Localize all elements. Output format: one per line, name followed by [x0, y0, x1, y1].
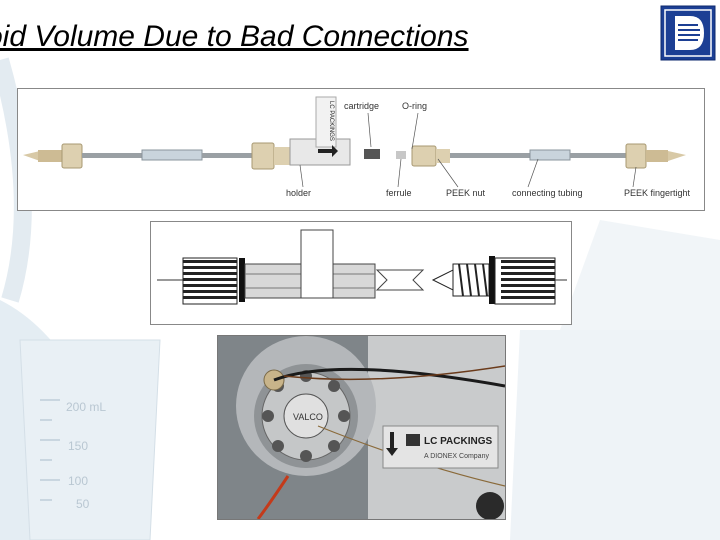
beaker-mark-100: 100	[68, 474, 88, 488]
d-logo-icon	[660, 5, 716, 61]
slide-title: oid Volume Due to Bad Connections	[0, 20, 469, 53]
beaker-mark-50: 50	[76, 497, 90, 511]
beaker-mark-150: 150	[68, 439, 88, 453]
connection-schematic	[150, 221, 572, 325]
valve-photo-illustration: VALCO LC PACKINGS A DIONEX Company	[218, 336, 505, 519]
label-peek-fingertight: PEEK fingertight	[624, 188, 691, 198]
label-connecting-tubing: connecting tubing	[512, 188, 583, 198]
holder-stamp: LC PACKINGS	[328, 101, 334, 141]
connection-parts-diagram: LC PACKINGS cartridge O-ring holder ferr…	[17, 88, 705, 211]
beaker-mark-200: 200 mL	[66, 400, 106, 414]
label-holder: holder	[286, 188, 312, 198]
down-arrow-icon	[386, 432, 398, 456]
label-cartridge: cartridge	[344, 101, 380, 111]
valve-label: VALCO	[293, 412, 323, 422]
schematic-drawing	[157, 229, 567, 305]
left-fitting	[182, 257, 245, 305]
photo-sub-label: A DIONEX Company	[424, 453, 489, 460]
label-ferrule: ferrule	[386, 188, 412, 198]
valve-photo: VALCO LC PACKINGS A DIONEX Company	[217, 335, 506, 520]
photo-brand-label: LC PACKINGS	[424, 436, 492, 447]
label-peek-nut: PEEK nut	[446, 188, 486, 198]
label-o-ring: O-ring	[402, 101, 428, 111]
arrow-icon	[318, 145, 338, 157]
connection-parts-illustration: LC PACKINGS	[23, 96, 686, 188]
